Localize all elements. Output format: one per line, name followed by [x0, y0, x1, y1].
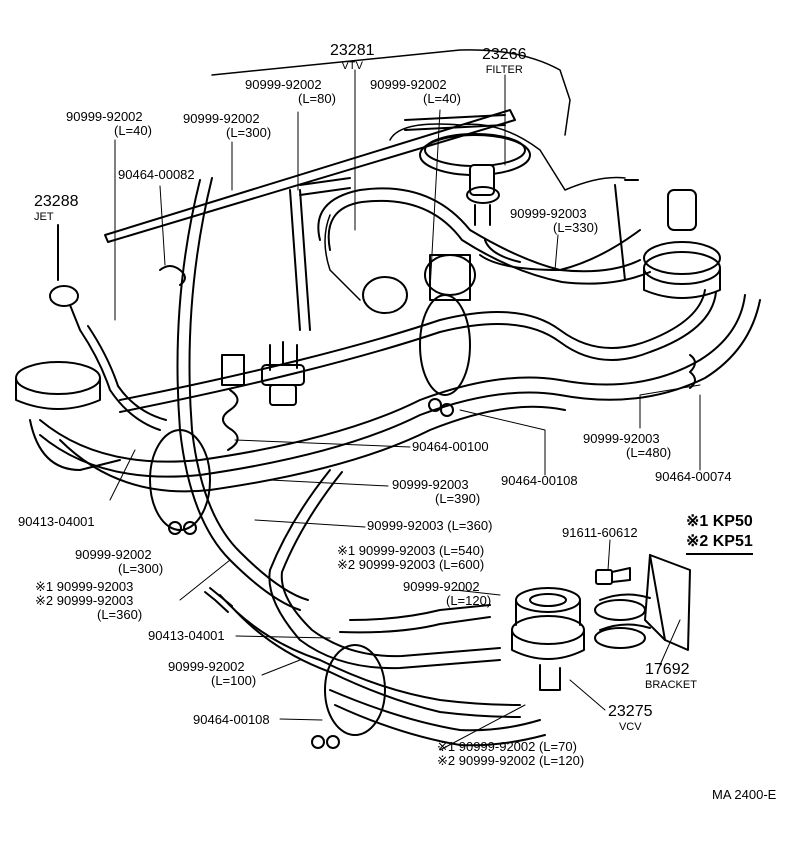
hose-clips: [149, 265, 696, 749]
left-actuator: [15, 361, 121, 471]
hose-360a-text: 90999-92003 (L=360): [367, 518, 493, 533]
label-clip-00108b: 90464-00108: [193, 713, 270, 727]
vcv-part-number: 23275: [608, 703, 653, 720]
label-hose-70-120b: ※1 90999-92002 (L=70) ※2 90999-92002 (L=…: [437, 740, 584, 768]
clip-00074-part-number: 90464-00074: [655, 469, 732, 484]
label-filter: 23266 FILTER: [482, 46, 527, 76]
label-hose-40b: 90999-92002 (L=40): [370, 78, 461, 106]
filter-part-number: 23266: [482, 46, 527, 63]
bracket: [594, 554, 691, 651]
jet-part-number: 23288: [34, 193, 79, 210]
jet-name: JET: [34, 211, 54, 223]
label-bolt: 91611-60612: [562, 526, 638, 540]
connector-block: [221, 354, 245, 451]
hose-300b-part-number: 90999-92002: [75, 547, 152, 562]
catalog-code: MA 2400-E: [712, 787, 777, 802]
hose-40a-length: (L=40): [114, 123, 152, 138]
label-hose-330: 90999-92003 (L=330): [510, 207, 598, 235]
hose-300a-length: (L=300): [226, 125, 272, 140]
vtv-name: VTV: [341, 60, 363, 72]
leader-lines: [109, 69, 701, 751]
label-hose-360a: 90999-92003 (L=360): [367, 519, 492, 533]
hose-40b-part-number: 90999-92002: [370, 77, 447, 92]
hose-360b-line2: ※2 90999-92003: [35, 593, 134, 608]
hose-80-part-number: 90999-92002: [245, 77, 322, 92]
hose-390-part-number: 90999-92003: [392, 477, 469, 492]
hose-360b-length: (L=360): [97, 607, 143, 622]
label-hose-300b: 90999-92002 (L=300): [75, 548, 163, 576]
model-legend: ※1 KP50 ※2 KP51: [686, 512, 753, 555]
engine-outline: [104, 49, 626, 301]
hose-300a-part-number: 90999-92002: [183, 111, 260, 126]
bolt-part-number: 91611-60612: [562, 525, 638, 540]
label-hose-80: 90999-92002 (L=80): [245, 78, 336, 106]
hose-120b-text: ※2 90999-92002 (L=120): [437, 753, 585, 768]
hose-joint: [204, 587, 233, 613]
legend-kp50: ※1 KP50: [686, 513, 753, 530]
hose-480-length: (L=480): [626, 445, 672, 460]
clip-00108b-part-number: 90464-00108: [193, 712, 270, 727]
clip-00082-part-number: 90464-00082: [118, 167, 195, 182]
joint-04001a-part-number: 90413-04001: [18, 514, 95, 529]
label-joint-04001a: 90413-04001: [18, 515, 95, 529]
hose-390-length: (L=390): [435, 491, 481, 506]
label-bracket: 17692 BRACKET: [645, 661, 697, 691]
hose-40a-part-number: 90999-92002: [66, 109, 143, 124]
label-hose-390: 90999-92003 (L=390): [392, 478, 480, 506]
filter-component: [419, 133, 531, 226]
vcv-name: VCV: [618, 721, 642, 733]
filter-name: FILTER: [485, 64, 523, 76]
bolt: [595, 567, 631, 585]
clip-00108a-part-number: 90464-00108: [501, 473, 578, 488]
hose-300b-length: (L=300): [118, 561, 164, 576]
label-hose-300a: 90999-92002 (L=300): [183, 112, 271, 140]
label-hose-40a: 90999-92002 (L=40): [66, 110, 152, 138]
right-actuator: [614, 179, 721, 299]
temp-sensor: [261, 341, 305, 406]
hose-120a-part-number: 90999-92002: [403, 579, 480, 594]
label-hose-540-600: ※1 90999-92003 (L=540) ※2 90999-92003 (L…: [337, 544, 484, 572]
label-clip-00108a: 90464-00108: [501, 474, 578, 488]
hose-330-length: (L=330): [553, 220, 599, 235]
label-hose-480: 90999-92003 (L=480): [583, 432, 671, 460]
label-joint-04001b: 90413-04001: [148, 629, 225, 643]
label-clip-00100: 90464-00100: [412, 440, 489, 454]
label-hose-100: 90999-92002 (L=100): [168, 660, 256, 688]
bracket-part-number: 17692: [645, 661, 690, 678]
hose-600-text: ※2 90999-92003 (L=600): [337, 557, 485, 572]
label-hose-120a: 90999-92002 (L=120): [403, 580, 491, 608]
vtv-valve: [362, 254, 476, 314]
vcv-valve: [511, 587, 585, 691]
legend-kp51: ※2 KP51: [686, 532, 753, 555]
hose-80-length: (L=80): [298, 91, 336, 106]
label-clip-00074: 90464-00074: [655, 470, 732, 484]
jet-component: [49, 224, 81, 331]
hose-480-part-number: 90999-92003: [583, 431, 660, 446]
hose-bundle: [39, 114, 761, 747]
hose-70-text: ※1 90999-92002 (L=70): [437, 739, 577, 754]
label-vcv: 23275 VCV: [608, 703, 653, 733]
bracket-name: BRACKET: [645, 679, 697, 691]
hose-360b-line1: ※1 90999-92003: [35, 579, 134, 594]
hose-540-text: ※1 90999-92003 (L=540): [337, 543, 485, 558]
label-jet: 23288 JET: [34, 193, 79, 223]
hose-120a-length: (L=120): [446, 593, 492, 608]
hose-100-length: (L=100): [211, 673, 257, 688]
clip-00100-part-number: 90464-00100: [412, 439, 489, 454]
hose-330-part-number: 90999-92003: [510, 206, 587, 221]
label-hose-360b: ※1 90999-92003 ※2 90999-92003 (L=360): [35, 580, 142, 622]
label-clip-00082: 90464-00082: [118, 168, 195, 182]
hose-100-part-number: 90999-92002: [168, 659, 245, 674]
joint-04001b-part-number: 90413-04001: [148, 628, 225, 643]
label-vtv: 23281 VTV: [330, 42, 375, 72]
vtv-part-number: 23281: [330, 42, 375, 59]
hose-40b-length: (L=40): [423, 91, 461, 106]
